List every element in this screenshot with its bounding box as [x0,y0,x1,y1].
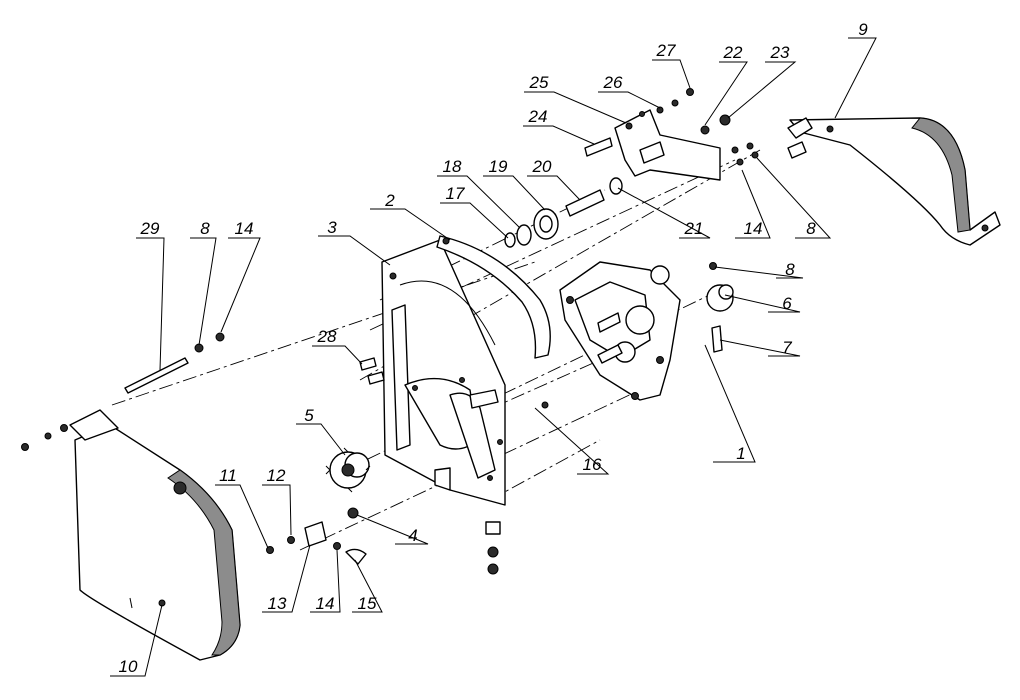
callout-8-left: 8 [200,219,210,238]
callout-5: 5 [304,406,314,425]
callout-26: 26 [603,73,623,92]
callout-22: 22 [723,43,743,62]
callout-15: 15 [358,594,377,613]
callout-9: 9 [858,20,868,39]
callout-2: 2 [384,191,395,210]
callout-29: 29 [140,219,160,238]
callout-12: 12 [267,466,286,485]
callout-25: 25 [529,73,549,92]
curved-guide-part-2 [436,235,551,359]
callout-8-right: 8 [785,260,795,279]
shaft-set-parts-17-21 [504,177,623,248]
callout-7: 7 [782,338,792,357]
callout-14-right: 14 [744,219,763,238]
guard-part-9 [787,117,1001,246]
callout-13: 13 [268,594,287,613]
small-hardware-parts-11-15 [266,507,367,565]
lower-fasteners [485,521,501,575]
callout-14-left: 14 [235,219,254,238]
callout-1: 1 [736,444,745,463]
callout-27: 27 [656,41,676,60]
bracket-parts-22-27 [584,88,759,181]
callout-19: 19 [489,157,508,176]
plate-part-3 [381,239,506,506]
callout-24: 24 [528,107,548,126]
callout-17: 17 [446,184,465,203]
callout-21: 21 [684,219,704,238]
callout-6: 6 [782,294,792,313]
sprocket-part-5 [325,447,371,493]
callout-4: 4 [408,526,417,545]
callout-18: 18 [443,157,462,176]
callout-labels: 1 2 3 4 5 6 7 8 8 8 9 10 11 12 13 14 14 … [119,20,869,676]
callout-8-top: 8 [806,219,816,238]
bolts-part-28 [359,357,385,385]
callout-14-bottom: 14 [316,594,335,613]
callout-16: 16 [583,455,602,474]
callout-10: 10 [119,657,138,676]
callout-3: 3 [327,218,337,237]
cover-part-10 [69,409,241,661]
gearbox-part-1 [541,261,681,409]
callout-20: 20 [532,157,552,176]
callout-23: 23 [770,43,790,62]
callout-28: 28 [317,327,337,346]
callout-11: 11 [219,466,237,485]
callout-leaders [110,37,877,677]
sprocket-part-6 [706,262,734,353]
